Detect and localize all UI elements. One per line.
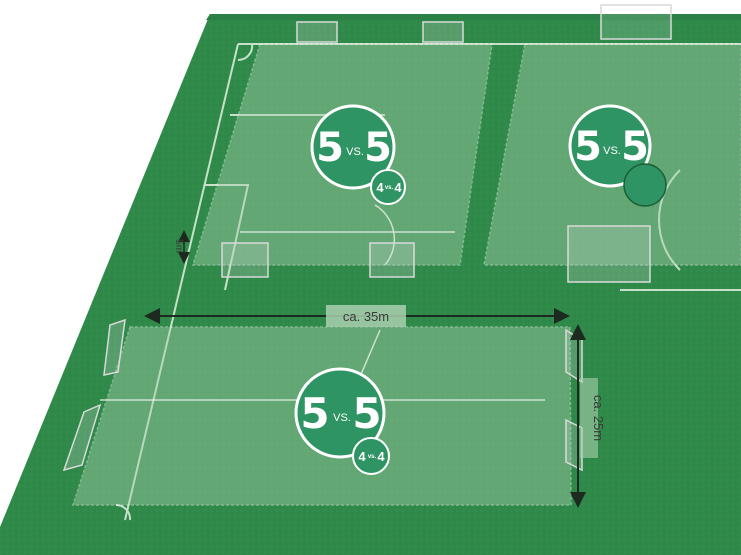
goal-top-big [601,5,671,39]
goal-right-2 [566,420,582,470]
badge-small-right: 4 [377,449,385,464]
length-label: ca. 25m [591,395,606,441]
badge-small-right: 4 [394,180,402,195]
badge-small-left: 4 [376,180,384,195]
goal-right-1 [566,330,582,382]
ball-marker [624,164,666,206]
badge-vs: VS. [333,412,351,424]
badge-small-vs: vs. [368,454,377,460]
badge-small-left: 4 [358,449,366,464]
badge-number-right: 5 [352,389,381,438]
goal-mid-3 [568,226,650,282]
goal-mid-2 [370,243,414,277]
width-label: ca. 35m [343,309,389,324]
badge-vs: VS. [603,145,621,157]
badge-small-vs: vs. [385,185,394,191]
goal-mid-1 [222,243,268,277]
badge-number-left: 5 [316,125,344,171]
gap-label: 5m [173,239,184,253]
badge-vs: VS. [346,146,364,158]
goal-top-2 [423,22,463,42]
badge-number-right: 5 [621,124,649,170]
badge-number-right: 5 [364,125,392,171]
goal-top-1 [297,22,337,42]
badge-number-left: 5 [574,124,602,170]
badge-number-left: 5 [300,389,329,438]
